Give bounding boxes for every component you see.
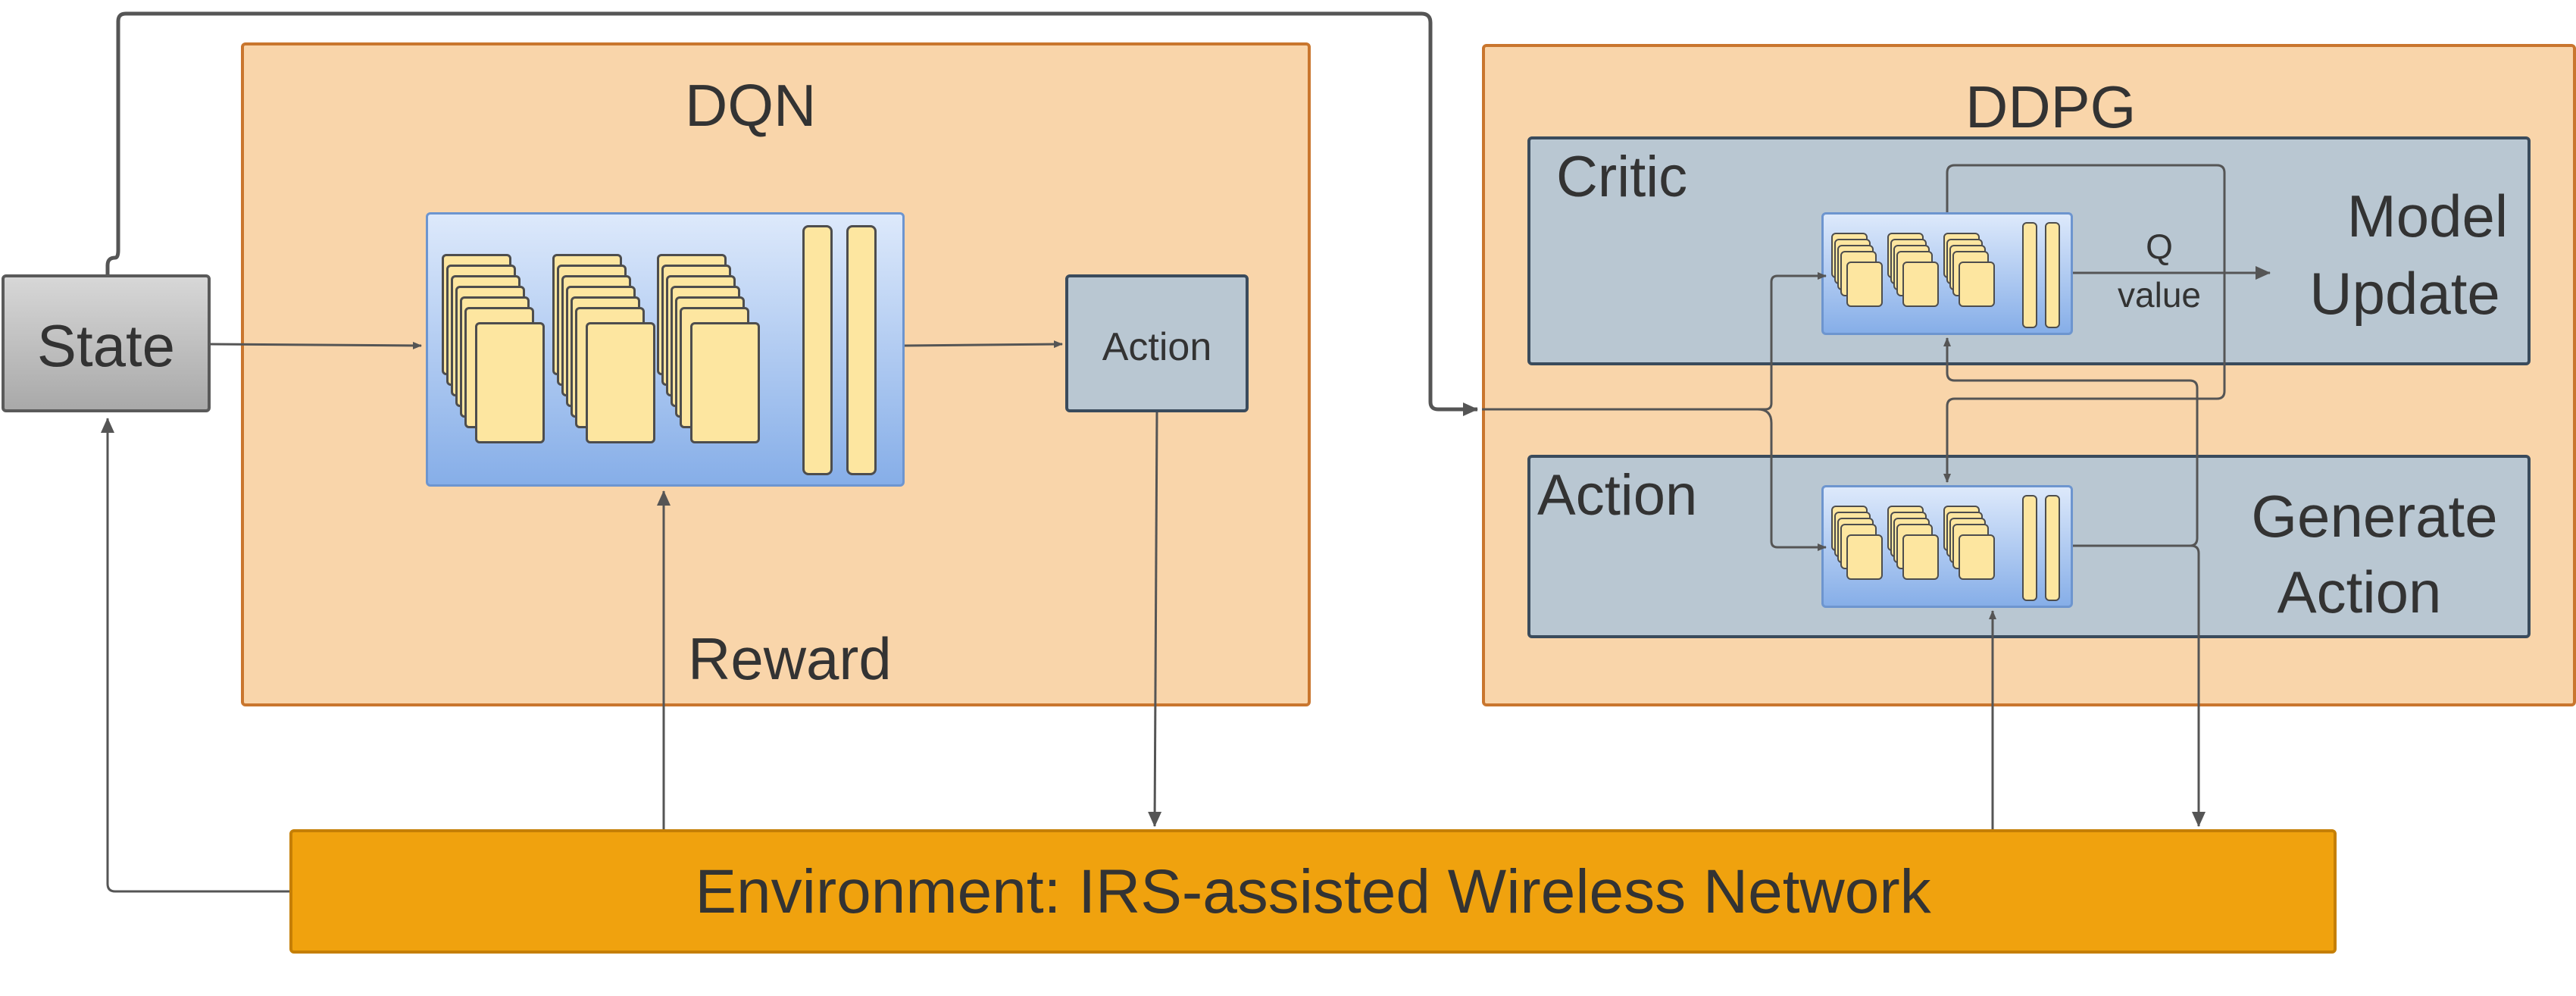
arrow-state-to-dqn (210, 341, 422, 349)
q-label: Q (2146, 227, 2173, 266)
generate-action-line2: Action (2277, 559, 2442, 625)
dqn-action-box: Action (1065, 274, 1249, 412)
model-update-line2: Update (2309, 260, 2500, 327)
state-label: State (36, 312, 176, 379)
arrow-actor-loop-to-critic (1943, 337, 2199, 547)
ddpg-title: DDPG (1965, 74, 2137, 140)
arrow-state-to-actor (1757, 408, 1827, 551)
dqn-action-label: Action (1102, 325, 1212, 369)
q-value-label: value (2118, 275, 2201, 315)
dqn-dense-layer-2 (846, 225, 877, 475)
state-box: State (2, 274, 211, 412)
dqn-dense-layer-1 (802, 225, 833, 475)
reward-label: Reward (688, 625, 892, 692)
arrow-environment-to-state (101, 418, 289, 893)
arrow-dqn-to-action (904, 340, 1063, 349)
environment-bar: Environment: IRS-assisted Wireless Netwo… (289, 829, 2337, 954)
arrow-critic-loop-to-actor (1943, 164, 2226, 483)
dqn-title: DQN (685, 72, 817, 139)
arrow-state-to-critic (1482, 272, 1827, 411)
model-update-line1: Model (2346, 183, 2509, 249)
arrow-action-to-environment (1148, 412, 1162, 827)
critic-network (1821, 212, 2073, 335)
actor-dense-layer-2 (2045, 495, 2060, 601)
critic-dense-layer-1 (2022, 222, 2037, 328)
generate-action-line1: Generate (2251, 483, 2498, 550)
arrow-actor-to-environment (2073, 544, 2206, 827)
actor-network (1821, 485, 2073, 608)
actor-dense-layer-1 (2022, 495, 2037, 601)
dqn-network (426, 212, 905, 487)
critic-title: Critic (1556, 145, 1688, 209)
critic-dense-layer-2 (2045, 222, 2060, 328)
actor-title: Action (1537, 463, 1698, 528)
environment-label: Environment: IRS-assisted Wireless Netwo… (695, 857, 1931, 926)
arrow-state-to-ddpg (105, 11, 1478, 416)
